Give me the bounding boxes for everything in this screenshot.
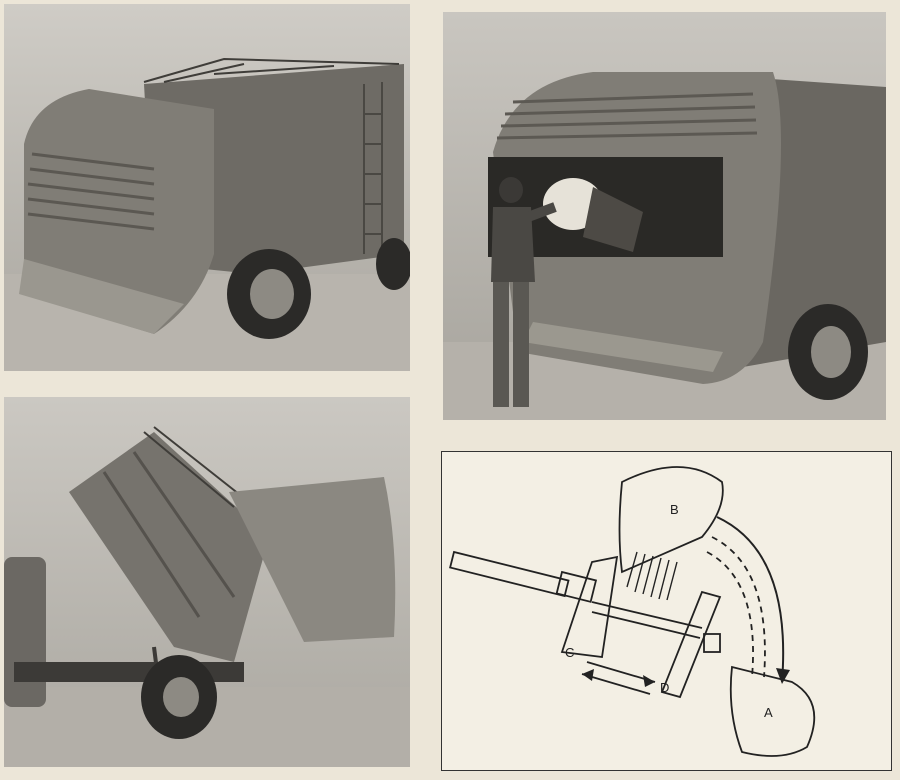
shell-position-a: [729, 665, 816, 757]
ram-cylinder: [449, 550, 570, 598]
truck-rear-closed-illustration: [4, 4, 410, 371]
photo-truck-body-tipped: [4, 397, 410, 767]
mechanism-diagram: B A C D: [441, 451, 892, 771]
debris-lines: [626, 551, 678, 601]
motion-arc-dashed-2: [706, 551, 754, 678]
truck-rear-open-illustration: [443, 12, 886, 420]
photo-truck-rear-open-worker: [443, 12, 886, 420]
plate-c: [560, 555, 619, 659]
worker-figure: [491, 177, 557, 407]
label-d: D: [660, 680, 669, 695]
plate-d: [660, 590, 722, 699]
label-b: B: [670, 502, 679, 517]
truck-tipped-illustration: [4, 397, 410, 767]
label-c: C: [565, 645, 574, 660]
motion-arc-dashed-1: [711, 536, 766, 678]
motion-arc-outer: [716, 516, 785, 683]
label-a: A: [764, 705, 773, 720]
shell-position-b: [618, 466, 724, 574]
photo-truck-rear-closed: [4, 4, 410, 371]
diagram-drawing: B A C D: [449, 466, 816, 757]
